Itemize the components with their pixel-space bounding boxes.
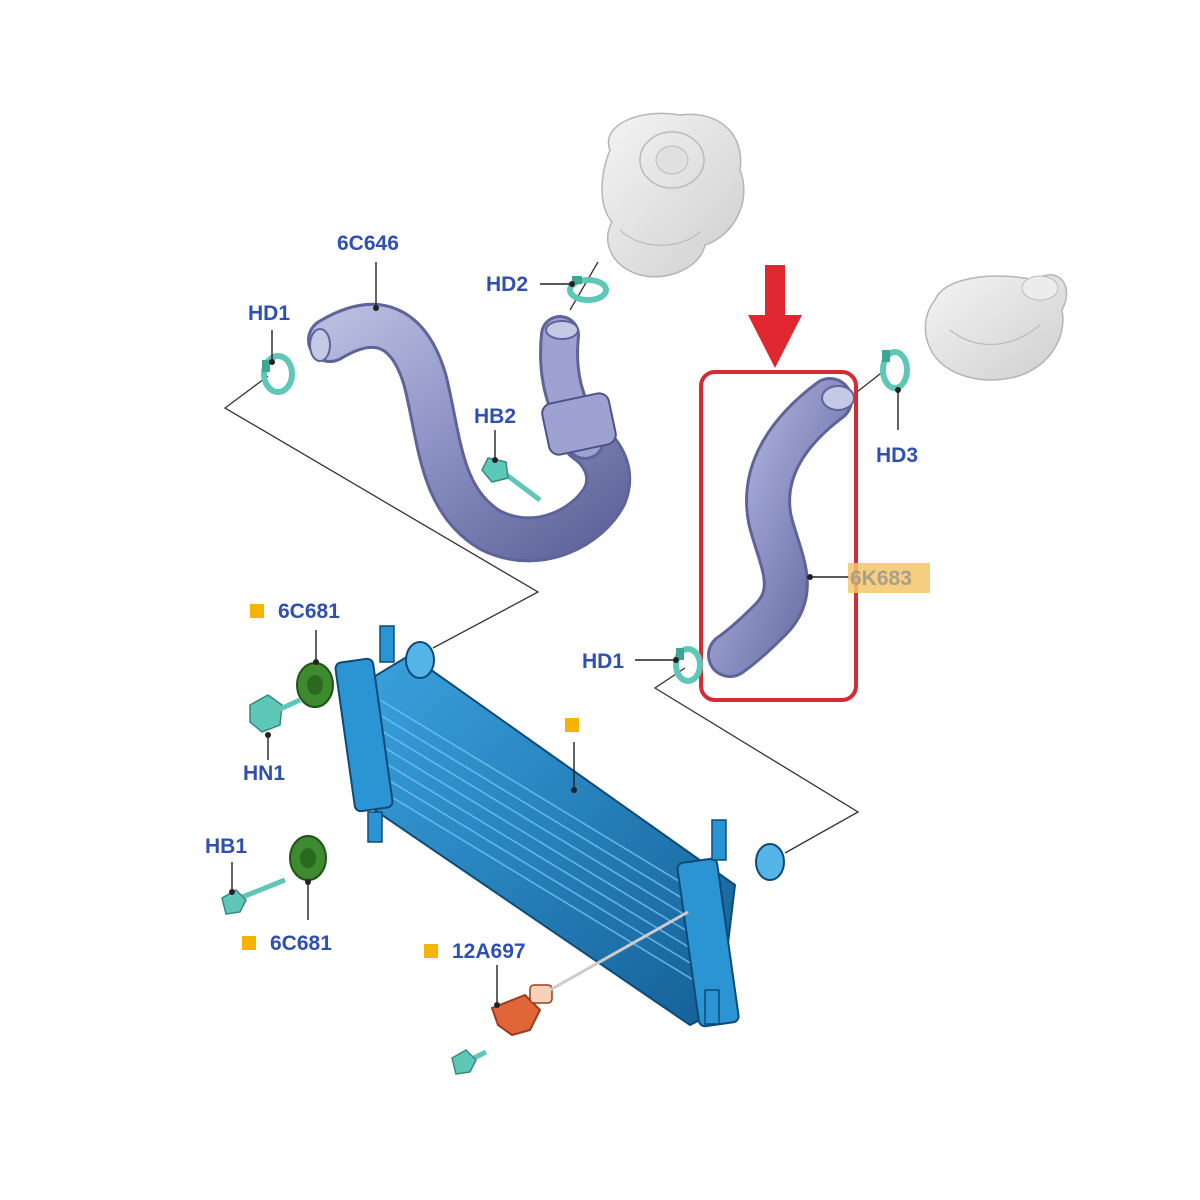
bolt-hb1 (221, 877, 286, 915)
label-hb2: HB2 (474, 405, 516, 428)
label-12a697: 12A697 (452, 940, 526, 963)
orange-square-marker-icon (242, 936, 256, 950)
label-6c681-bottom: 6C681 (270, 932, 332, 955)
red-down-arrow-icon (748, 265, 802, 368)
label-6c646: 6C646 (337, 232, 399, 255)
label-6k683: 6K683 (850, 567, 912, 590)
leader-lines (229, 262, 901, 1008)
hose-6c646 (307, 302, 632, 563)
highlight-label-bg (848, 563, 930, 593)
clamp-hd3 (880, 349, 910, 391)
label-6c681-top: 6C681 (278, 600, 340, 623)
intercooler (334, 625, 785, 1028)
label-hd1-left: HD1 (248, 302, 290, 325)
orange-square-marker-icon (424, 944, 438, 958)
orange-square-marker-icon (565, 718, 579, 732)
clamp-hd1-left (261, 353, 295, 395)
clamp-hd1-right (673, 646, 703, 684)
throttle-body-housing (924, 274, 1068, 381)
hose-6k683 (707, 377, 855, 678)
highlight-box (699, 370, 858, 702)
sensor-12a697 (490, 910, 689, 1037)
nut-hn1 (249, 694, 302, 733)
bushing-6c681-bottom (289, 835, 327, 881)
bolt-hb2 (481, 457, 542, 502)
clamp-hd2 (567, 276, 609, 303)
bushing-6c681-top (296, 662, 334, 708)
label-hb1: HB1 (205, 835, 247, 858)
label-hn1: HN1 (243, 762, 285, 785)
label-hd2: HD2 (486, 273, 528, 296)
bolt-sensor (451, 1049, 488, 1075)
label-hd3: HD3 (876, 444, 918, 467)
label-hd1-right: HD1 (582, 650, 624, 673)
turbocharger-housing (601, 112, 745, 278)
orange-square-marker-icon (250, 604, 264, 618)
